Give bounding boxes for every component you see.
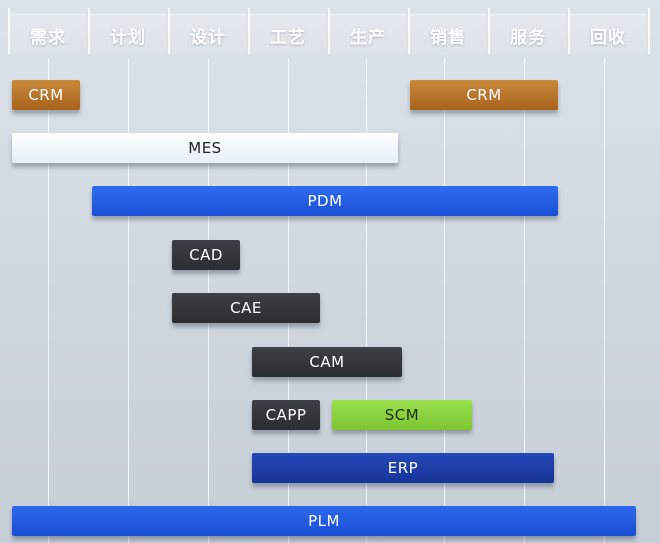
- guide-line: [524, 58, 525, 543]
- guide-line: [366, 58, 367, 543]
- stage-separator: [648, 8, 650, 54]
- cae-bar: CAE: [172, 293, 320, 323]
- stage-recycling: 回收: [570, 14, 646, 55]
- erp-bar: ERP: [252, 453, 554, 483]
- stage-service: 服务: [490, 14, 566, 55]
- stage-separator: [488, 8, 490, 54]
- scm-bar: SCM: [332, 400, 472, 430]
- stage-process: 工艺: [250, 14, 326, 55]
- stage-separator: [88, 8, 90, 54]
- stage-sales: 销售: [410, 14, 486, 55]
- stage-separator: [8, 8, 10, 54]
- stage-separator: [248, 8, 250, 54]
- cam-bar: CAM: [252, 347, 402, 377]
- mes-bar: MES: [12, 133, 398, 163]
- guide-line: [48, 58, 49, 543]
- stage-demand: 需求: [10, 14, 86, 55]
- crm-bar-right: CRM: [410, 80, 558, 110]
- stage-separator: [328, 8, 330, 54]
- crm-bar-left: CRM: [12, 80, 80, 110]
- stage-separator: [568, 8, 570, 54]
- stage-separator: [408, 8, 410, 54]
- capp-bar: CAPP: [252, 400, 320, 430]
- pdm-bar: PDM: [92, 186, 558, 216]
- stage-design: 设计: [170, 14, 246, 55]
- plm-bar: PLM: [12, 506, 636, 536]
- cad-bar: CAD: [172, 240, 240, 270]
- stage-planning: 计划: [90, 14, 166, 55]
- stage-production: 生产: [330, 14, 406, 55]
- guide-line: [604, 58, 605, 543]
- guide-line: [444, 58, 445, 543]
- guide-line: [128, 58, 129, 543]
- stage-separator: [168, 8, 170, 54]
